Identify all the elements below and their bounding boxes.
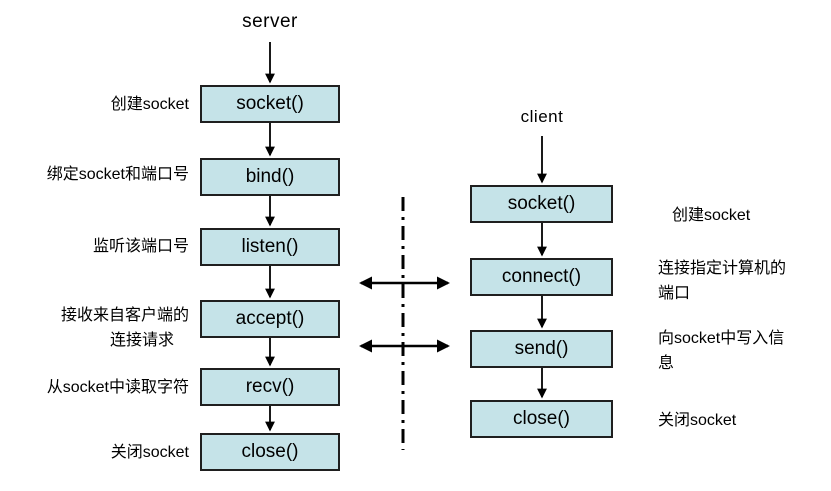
server-node-bind: bind() <box>200 158 340 196</box>
annotation-line: 接收来自客户端的 <box>60 307 189 324</box>
annotation-line: 连接请求 <box>109 332 174 349</box>
client-annotation-send: 向socket中写入信 息 <box>658 326 831 376</box>
client-title: client <box>520 107 564 126</box>
annotation-line: 向socket中写入信 <box>658 330 785 347</box>
server-annotation-close: 关闭socket <box>0 440 189 465</box>
client-annotation-connect: 连接指定计算机的 端口 <box>658 256 831 306</box>
server-node-recv: recv() <box>200 368 340 406</box>
client-node-socket: socket() <box>470 185 613 223</box>
server-node-listen: listen() <box>200 228 340 266</box>
server-annotation-listen: 监听该端口号 <box>0 234 189 259</box>
server-node-accept: accept() <box>200 300 340 338</box>
annotation-line: 绑定socket和端口号 <box>46 166 189 183</box>
client-node-send: send() <box>470 330 613 368</box>
server-annotation-bind: 绑定socket和端口号 <box>0 162 189 187</box>
annotation-line: 关闭socket <box>110 444 189 461</box>
annotation-line: 息 <box>658 355 675 372</box>
client-annotation-close: 关闭socket <box>658 408 831 433</box>
server-annotation-socket: 创建socket <box>0 92 189 117</box>
annotation-line: 端口 <box>658 285 691 302</box>
client-node-close: close() <box>470 400 613 438</box>
annotation-line: 创建socket <box>672 207 751 224</box>
annotation-line: 监听该端口号 <box>92 238 189 255</box>
server-annotation-recv: 从socket中读取字符 <box>0 375 189 400</box>
server-node-socket: socket() <box>200 85 340 123</box>
annotation-line: 关闭socket <box>658 412 737 429</box>
server-node-close: close() <box>200 433 340 471</box>
annotation-line: 创建socket <box>110 96 189 113</box>
server-title: server <box>242 11 298 32</box>
server-annotation-accept: 接收来自客户端的 连接请求 <box>0 303 189 353</box>
client-annotation-socket: 创建socket <box>658 203 831 228</box>
client-node-connect: connect() <box>470 258 613 296</box>
annotation-line: 从socket中读取字符 <box>46 379 189 396</box>
annotation-line: 连接指定计算机的 <box>658 260 787 277</box>
